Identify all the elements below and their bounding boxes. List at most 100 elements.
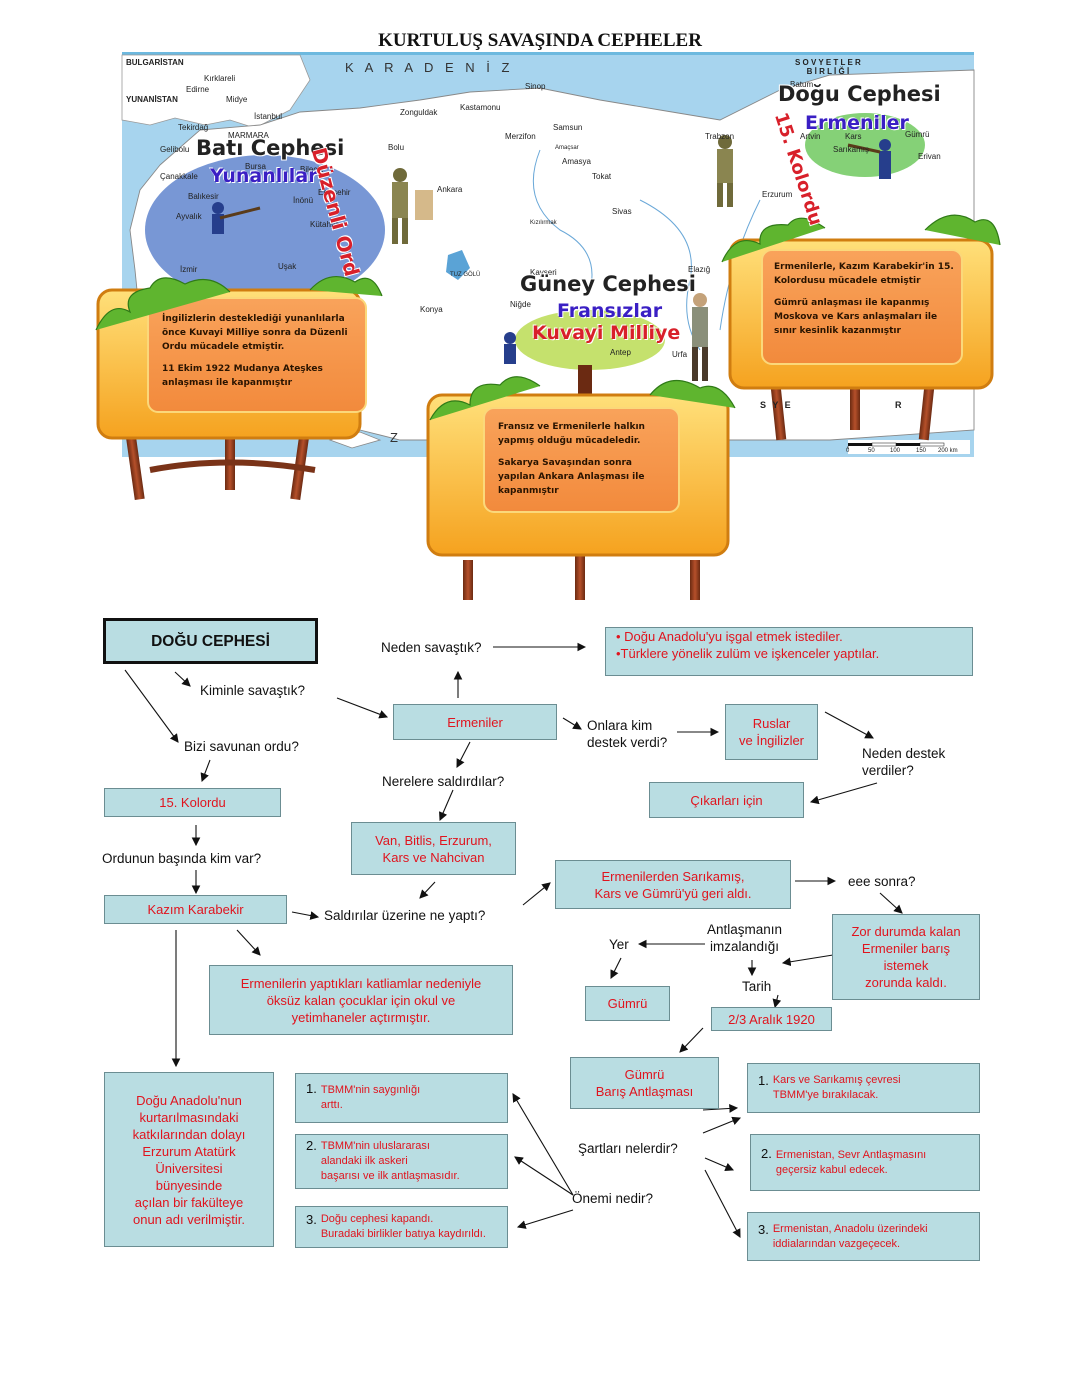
place-label: BULGARİSTAN xyxy=(126,58,184,67)
a-support: Ruslar ve İngilizler xyxy=(725,704,818,760)
soldier-south-icon xyxy=(504,332,516,364)
place-label: Eskişehir xyxy=(318,188,351,197)
a-why-1: • Doğu Anadolu'yu işgal etmek istediler. xyxy=(616,629,843,644)
scale-label: 50 xyxy=(868,448,875,454)
place-label: Kütahya xyxy=(310,220,340,229)
east-front-enemy: Ermeniler xyxy=(805,112,909,134)
west-front-enemy: Yunanlılar xyxy=(210,165,318,187)
south-board xyxy=(426,365,736,600)
place-label: Kızılırmak xyxy=(530,220,557,226)
place-label: Bolu xyxy=(388,143,405,152)
importance-item: 1. TBMM'nin saygınlığı arttı. xyxy=(295,1073,508,1123)
importance-text: TBMM'nin saygınlığı arttı. xyxy=(320,1084,421,1111)
a-place: Gümrü xyxy=(585,986,670,1021)
south-board-p2: Sakarya Savaşından sonra yapılan Ankara … xyxy=(498,458,645,496)
q-leader: Ordunun başında kim var? xyxy=(102,851,262,866)
place-label: Batum xyxy=(790,80,814,89)
place-label: Amaçsar xyxy=(555,145,579,151)
a-why: • Doğu Anadolu'yu işgal etmek istediler.… xyxy=(605,627,973,676)
south-front-title: Güney Cephesi xyxy=(520,272,696,296)
a-whom: Ermeniler xyxy=(393,704,557,740)
place-label: Kastamonu xyxy=(460,103,501,112)
place-label: Zonguldak xyxy=(400,108,438,117)
place-label: Edirne xyxy=(186,85,210,94)
importance-item: 3. Doğu cephesi kapandı. Buradaki birlik… xyxy=(295,1206,508,1248)
place-label: Niğde xyxy=(510,300,531,309)
place-label: Ankara xyxy=(437,185,463,194)
place-label: Kayseri xyxy=(530,268,557,277)
term-number: 3. xyxy=(758,1222,769,1237)
importance-item: 2. TBMM'nin uluslararası alandaki ilk as… xyxy=(295,1134,508,1189)
east-front-title: Doğu Cephesi xyxy=(778,82,941,106)
ussr-label: S O V Y E T L E R B İ R L İ Ğ İ xyxy=(795,58,861,76)
term-item: 3. Ermenistan, Anadolu üzerindeki iddial… xyxy=(747,1212,980,1261)
q-support: Onlara kim destek verdi? xyxy=(587,718,668,750)
scale-label: 0 xyxy=(846,448,850,454)
q-why: Neden savaştık? xyxy=(381,640,482,655)
place-label: Bursa xyxy=(245,162,266,171)
a-where: Van, Bitlis, Erzurum, Kars ve Nahcivan xyxy=(351,822,516,875)
term-text: Ermenistan, Sevr Antlaşmasını geçersiz k… xyxy=(775,1148,927,1176)
a-date: 2/3 Aralık 1920 xyxy=(711,1007,832,1031)
a-leader: Kazım Karabekir xyxy=(104,895,287,924)
west-board-text: İngilizlerin desteklediği yunanlılarla ö… xyxy=(162,312,354,398)
soldier-turk-east-icon xyxy=(717,135,733,207)
soldier-east-icon xyxy=(847,139,891,179)
q-where: Nerelere saldırdılar? xyxy=(382,774,505,789)
q-support-why: Neden destek verdiler? xyxy=(862,746,946,778)
sea-label-north: K A R A D E N İ Z xyxy=(345,60,514,75)
place-label: Antep xyxy=(610,348,631,357)
term-number: 2. xyxy=(761,1146,772,1161)
place-label: TUZ GÖLÜ xyxy=(450,272,481,278)
a-then: Zor durumda kalan Ermeniler barış isteme… xyxy=(832,914,980,1000)
place-label: Sarıkamış xyxy=(833,145,870,154)
importance-text: Doğu cephesi kapandı. Buradaki birlikler… xyxy=(320,1213,486,1240)
place-label: Bilecik xyxy=(300,165,324,174)
scale-label: 200 km xyxy=(938,448,958,454)
place-label: Amasya xyxy=(562,157,591,166)
a-response: Ermenilerden Sarıkamış, Kars ve Gümrü'yü… xyxy=(555,860,791,909)
importance-text: TBMM'nin uluslararası alandaki ilk asker… xyxy=(320,1140,460,1182)
q-importance: Önemi nedir? xyxy=(572,1191,654,1206)
west-board xyxy=(95,275,383,501)
place-label: Kırklareli xyxy=(204,74,236,83)
place-label: İstanbul xyxy=(254,112,283,121)
q-whom: Kiminle savaştık? xyxy=(200,683,306,698)
sea-label-south: Z xyxy=(390,430,402,445)
q-date: Tarih xyxy=(742,979,772,994)
country-bottom-label-2: R xyxy=(895,400,902,410)
west-board-p1: İngilizlerin desteklediği yunanlılarla ö… xyxy=(162,314,348,352)
south-front-army: Kuvayi Milliye xyxy=(532,322,681,344)
scale-label: 100 xyxy=(890,448,901,454)
ataturk-university-box: Doğu Anadolu'nun kurtarılmasındaki katkı… xyxy=(104,1072,274,1247)
place-label: YUNANİSTAN xyxy=(126,95,178,104)
west-front-title: Batı Cephesi xyxy=(196,136,345,160)
q-army: Bizi savunan ordu? xyxy=(184,739,299,754)
term-item: 1. Kars ve Sarıkamış çevresi TBMM'ye bır… xyxy=(747,1063,980,1113)
importance-number: 1. xyxy=(306,1081,317,1096)
page-title: KURTULUŞ SAVAŞINDA CEPHELER xyxy=(378,30,702,51)
place-label: Gümrü xyxy=(905,130,930,139)
place-label: Tokat xyxy=(592,172,612,181)
place-label: Midye xyxy=(226,95,248,104)
flow-header: DOĞU CEPHESİ xyxy=(103,618,318,664)
east-region xyxy=(805,113,925,177)
q-then: eee sonra? xyxy=(848,874,916,889)
place-label: Erzurum xyxy=(762,190,793,199)
west-occupied-region xyxy=(145,155,385,305)
a-orphans: Ermenilerin yaptıkları katliamlar nedeni… xyxy=(209,965,513,1035)
country-bottom-label: S Y E xyxy=(760,400,793,410)
place-label: Artvin xyxy=(800,132,821,141)
place-label: Kars xyxy=(845,132,862,141)
place-label: MARMARA xyxy=(228,131,269,140)
a-support-why: Çıkarları için xyxy=(649,782,804,818)
west-board-p2: 11 Ekim 1922 Mudanya Ateşkes anlaşması i… xyxy=(162,364,323,388)
soldier-turk-west-icon xyxy=(392,168,433,244)
q-terms: Şartları nelerdir? xyxy=(578,1141,678,1156)
importance-number: 3. xyxy=(306,1212,317,1227)
place-label: Trabzon xyxy=(705,132,735,141)
east-board-p2: Gümrü anlaşması ile kapanmış Moskova ve … xyxy=(774,298,938,336)
south-board-text: Fransız ve Ermenilerle halkın yapmış old… xyxy=(498,420,672,506)
map-graphic xyxy=(95,52,1001,600)
place-label: Merzifon xyxy=(505,132,536,141)
